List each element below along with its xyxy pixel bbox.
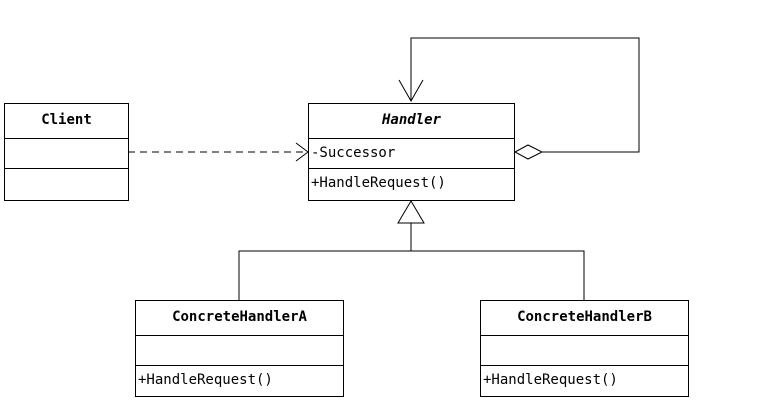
concrete-handler-a-attributes — [136, 336, 343, 366]
concrete-handler-a-class-name: ConcreteHandlerA — [136, 301, 343, 336]
concrete-handler-b-attributes — [481, 336, 688, 366]
concrete-handler-b-operation-handle-request: +HandleRequest() — [483, 372, 618, 388]
handler-attribute-successor: -Successor — [311, 145, 396, 161]
aggregation-diamond — [513, 144, 544, 160]
concrete-handler-b-operations: +HandleRequest() — [481, 366, 688, 395]
aggregation-arrowhead — [398, 79, 424, 103]
concrete-handler-b-class-box[interactable]: ConcreteHandlerB +HandleRequest() — [480, 300, 689, 397]
generalization-branch — [238, 250, 585, 301]
handler-attributes: -Successor — [309, 139, 514, 169]
client-class-box[interactable]: Client — [4, 103, 129, 201]
client-operations — [5, 169, 128, 198]
client-class-name: Client — [5, 104, 128, 139]
handler-class-box[interactable]: Handler -Successor +HandleRequest() — [308, 103, 515, 201]
handler-class-name: Handler — [309, 104, 514, 139]
concrete-handler-a-operations: +HandleRequest() — [136, 366, 343, 395]
concrete-handler-a-class-box[interactable]: ConcreteHandlerA +HandleRequest() — [135, 300, 344, 397]
concrete-handler-b-class-name: ConcreteHandlerB — [481, 301, 688, 336]
generalization-triangle — [397, 200, 425, 224]
handler-operations: +HandleRequest() — [309, 169, 514, 198]
aggregation-line — [410, 37, 640, 153]
client-attributes — [5, 139, 128, 169]
handler-operation-handle-request: +HandleRequest() — [311, 175, 446, 191]
concrete-handler-a-operation-handle-request: +HandleRequest() — [138, 372, 273, 388]
